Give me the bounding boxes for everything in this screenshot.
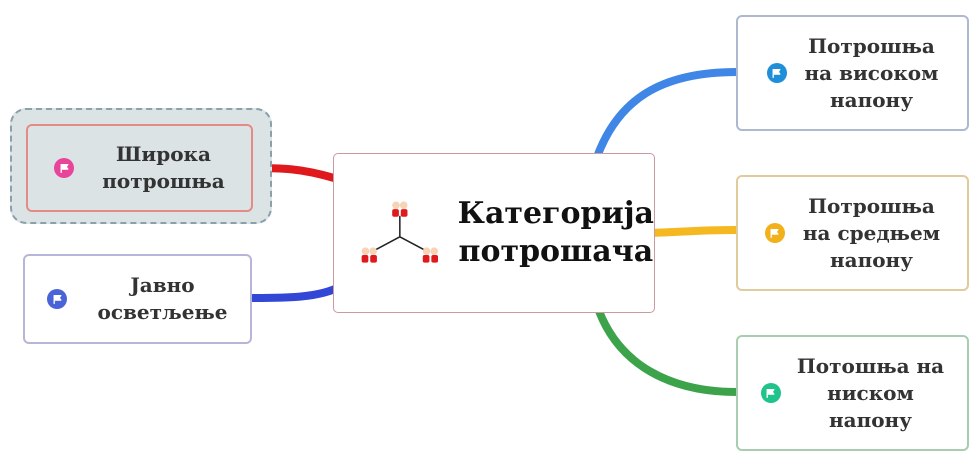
flag-icon xyxy=(764,223,785,243)
branch-high xyxy=(593,68,741,161)
branch-mid xyxy=(646,226,741,237)
topic-wide-consumption[interactable]: Широка потрошња xyxy=(26,124,253,212)
flag-icon xyxy=(54,158,75,178)
topic-label: Потрошња на високом напону xyxy=(804,33,939,112)
topic-label: Потрошња на средњем напону xyxy=(802,193,941,272)
topic-label: Јавно осветљење xyxy=(97,273,228,324)
topic-medium-voltage[interactable]: Потрошња на средњем напону xyxy=(736,175,969,291)
topic-high-voltage[interactable]: Потрошња на високом напону xyxy=(736,15,969,131)
topic-label: Потошња на ниском напону xyxy=(796,353,945,432)
topic-public-lighting[interactable]: Јавно осветљење xyxy=(23,254,252,344)
flag-icon xyxy=(47,289,68,309)
branch-public xyxy=(249,282,345,302)
topic-low-voltage[interactable]: Потошња на ниском напону xyxy=(736,335,969,451)
central-topic[interactable]: Категорија потрошача xyxy=(333,153,655,313)
flag-icon xyxy=(760,383,781,403)
central-topic-label: Категорија потрошача xyxy=(457,196,654,269)
people-network-icon xyxy=(361,201,439,263)
topic-label: Широка потрошња xyxy=(102,142,225,193)
branch-low xyxy=(595,307,741,396)
flag-icon xyxy=(766,63,787,83)
